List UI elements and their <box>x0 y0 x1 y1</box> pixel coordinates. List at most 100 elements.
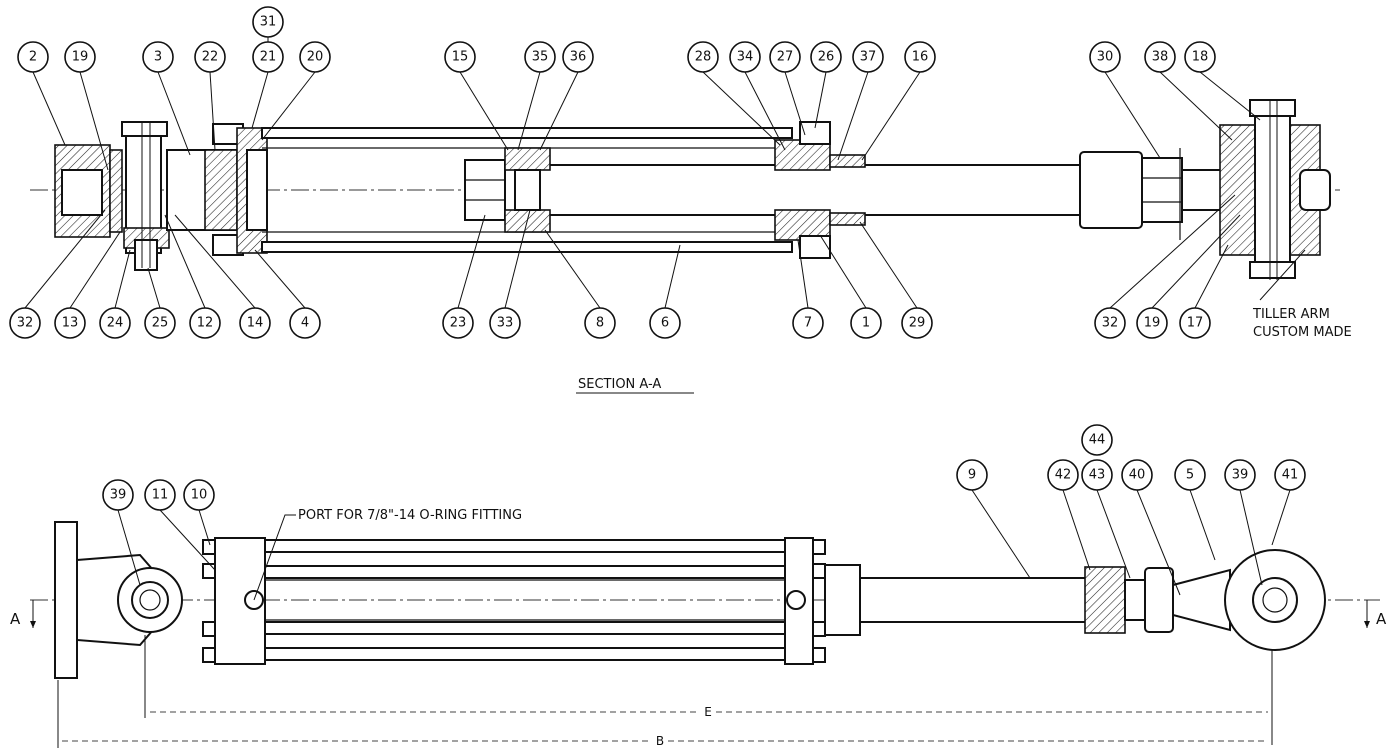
balloon-label: 39 <box>110 488 127 503</box>
balloon-3: 3 <box>142 41 174 73</box>
balloon-label: 33 <box>497 316 514 331</box>
balloon-label: 19 <box>1144 316 1161 331</box>
balloon-15: 15 <box>444 41 476 73</box>
dimension-b-label: B <box>656 734 664 748</box>
balloon-label: 21 <box>260 50 277 65</box>
balloon-32: 32 <box>9 307 41 339</box>
balloon-21: 21 <box>252 41 284 73</box>
balloon-label: 26 <box>818 50 835 65</box>
balloon-label: 17 <box>1187 316 1204 331</box>
section-marker-label: A <box>10 610 21 628</box>
balloon-label: 38 <box>1152 50 1169 65</box>
balloon-label: 11 <box>152 488 169 503</box>
balloon-label: 27 <box>777 50 794 65</box>
balloon-19: 19 <box>64 41 96 73</box>
balloon-31: 31 <box>252 6 284 38</box>
balloon-6: 6 <box>649 307 681 339</box>
balloon-41: 41 <box>1274 459 1306 491</box>
dimension-e: E <box>144 635 1273 745</box>
balloon-33: 33 <box>489 307 521 339</box>
balloon-18: 18 <box>1184 41 1216 73</box>
section-marker-right: A <box>1364 600 1387 628</box>
balloon-label: 22 <box>202 50 219 65</box>
section-title: SECTION A-A <box>578 377 661 392</box>
balloon-label: 23 <box>450 316 467 331</box>
port-note: PORT FOR 7/8"-14 O-RING FITTING <box>298 508 522 523</box>
balloon-label: 31 <box>260 15 277 30</box>
balloon-label: 7 <box>804 316 812 331</box>
balloon-label: 39 <box>1232 468 1249 483</box>
balloon-39b: 39 <box>1224 459 1256 491</box>
balloon-label: 18 <box>1192 50 1209 65</box>
balloon-label: 16 <box>912 50 929 65</box>
balloon-39: 39 <box>102 479 134 511</box>
balloon-42: 42 <box>1047 459 1079 491</box>
balloon-26: 26 <box>810 41 842 73</box>
balloon-22: 22 <box>194 41 226 73</box>
balloon-label: 4 <box>301 316 309 331</box>
balloon-10: 10 <box>183 479 215 511</box>
balloon-37: 37 <box>852 41 884 73</box>
balloon-label: 32 <box>1102 316 1119 331</box>
balloon-label: 13 <box>62 316 79 331</box>
balloon-label: 3 <box>154 50 162 65</box>
balloon-20: 20 <box>299 41 331 73</box>
tiller-note-line1: TILLER ARM <box>1252 307 1330 322</box>
balloon-label: 25 <box>152 316 169 331</box>
section-marker-left: A <box>10 600 36 628</box>
section-view <box>30 99 1340 280</box>
balloon-5: 5 <box>1174 459 1206 491</box>
balloon-label: 28 <box>695 50 712 65</box>
balloon-29: 29 <box>901 307 933 339</box>
balloon-11: 11 <box>144 479 176 511</box>
balloon-label: 19 <box>72 50 89 65</box>
balloon-16: 16 <box>904 41 936 73</box>
balloon-4: 4 <box>289 307 321 339</box>
balloon-44: 44 <box>1081 424 1113 456</box>
balloon-label: 15 <box>452 50 469 65</box>
balloon-38: 38 <box>1144 41 1176 73</box>
balloon-40: 40 <box>1121 459 1153 491</box>
balloon-9: 9 <box>956 459 988 491</box>
section-leaders <box>24 37 1306 309</box>
balloon-label: 29 <box>909 316 926 331</box>
balloon-label: 2 <box>29 50 37 65</box>
balloon-label: 32 <box>17 316 34 331</box>
dimension-b: B <box>57 680 1268 748</box>
balloon-label: 12 <box>197 316 214 331</box>
balloon-23: 23 <box>442 307 474 339</box>
balloon-27: 27 <box>769 41 801 73</box>
balloon-label: 24 <box>107 316 124 331</box>
balloon-8: 8 <box>584 307 616 339</box>
tiller-note-line2: CUSTOM MADE <box>1253 325 1352 340</box>
balloon-label: 35 <box>532 50 549 65</box>
balloon-2: 2 <box>17 41 49 73</box>
balloon-12: 12 <box>189 307 221 339</box>
elevation-balloons: 44 39 11 10 9 42 43 40 5 39 41 <box>102 424 1306 511</box>
balloon-label: 5 <box>1186 468 1194 483</box>
balloon-24: 24 <box>99 307 131 339</box>
balloon-25: 25 <box>144 307 176 339</box>
balloon-28: 28 <box>687 41 719 73</box>
balloon-19b: 19 <box>1136 307 1168 339</box>
elevation-view <box>30 521 1380 679</box>
balloon-label: 43 <box>1089 468 1106 483</box>
balloon-label: 20 <box>307 50 324 65</box>
balloon-35: 35 <box>524 41 556 73</box>
balloon-17: 17 <box>1179 307 1211 339</box>
balloon-1: 1 <box>850 307 882 339</box>
balloon-32b: 32 <box>1094 307 1126 339</box>
balloon-label: 34 <box>737 50 754 65</box>
balloon-36: 36 <box>562 41 594 73</box>
balloon-label: 36 <box>570 50 587 65</box>
balloon-34: 34 <box>729 41 761 73</box>
balloon-label: 42 <box>1055 468 1072 483</box>
balloon-label: 30 <box>1097 50 1114 65</box>
elevation-leaders <box>117 489 1291 601</box>
balloon-label: 40 <box>1129 468 1146 483</box>
balloon-13: 13 <box>54 307 86 339</box>
balloon-30: 30 <box>1089 41 1121 73</box>
balloon-label: 41 <box>1282 468 1299 483</box>
balloon-label: 44 <box>1089 433 1106 448</box>
